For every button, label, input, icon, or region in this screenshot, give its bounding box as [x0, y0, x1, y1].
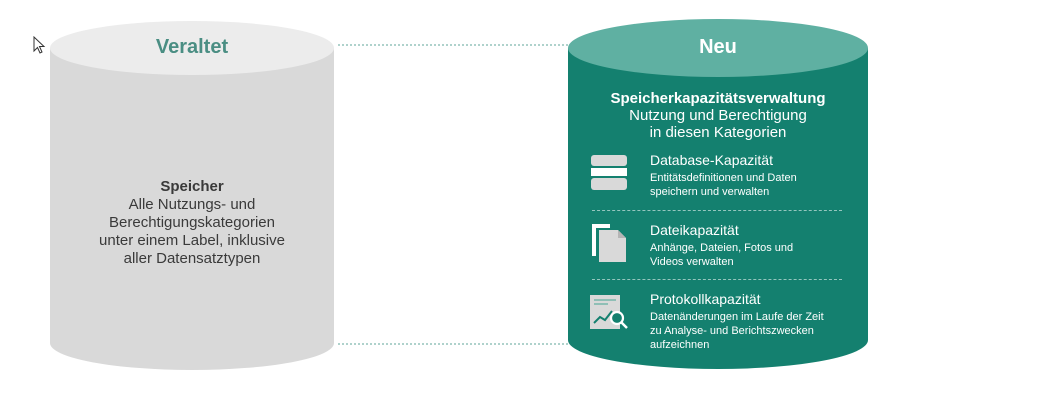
item-description: Entitätsdefinitionen und Daten speichern…: [650, 171, 855, 199]
log-report-icon: [590, 295, 628, 329]
item-description-line: Anhänge, Dateien, Fotos und: [650, 242, 794, 254]
new-subheading: Nutzung und Berechtigung: [629, 107, 807, 124]
item-description-line: aufzeichnen: [650, 339, 710, 351]
new-description: Speicherkapazitätsverwaltung Nutzung und…: [578, 90, 858, 141]
legacy-heading: Speicher: [160, 178, 224, 195]
legacy-title: Veraltet: [155, 36, 229, 58]
item-description-line: speichern und verwalten: [650, 186, 770, 198]
item-description-line: Entitätsdefinitionen und Daten: [650, 172, 797, 184]
legacy-line: unter einem Label, inklusive: [99, 232, 285, 249]
legacy-line: Alle Nutzungs- und: [128, 196, 256, 213]
item-title: Dateikapazität: [650, 222, 739, 238]
list-item-log-capacity: Protokollkapazität Datenänderungen im La…: [588, 291, 850, 353]
list-item-database-capacity: Database-Kapazität Entitätsdefinitionen …: [588, 152, 850, 202]
divider: [592, 279, 842, 280]
new-subheading: in diesen Kategorien: [649, 124, 787, 141]
item-description-line: Datenänderungen im Laufe der Zeit: [650, 311, 824, 323]
new-title: Neu: [699, 36, 737, 58]
database-icon: [591, 155, 627, 190]
item-description-line: Videos verwalten: [650, 256, 734, 268]
legacy-line: Berechtigungskategorien: [109, 214, 275, 231]
file-icon: [592, 224, 626, 262]
legacy-description: Speicher Alle Nutzungs- und Berechtigung…: [60, 178, 324, 268]
item-description: Datenänderungen im Laufe der Zeit zu Ana…: [650, 310, 855, 352]
item-description-line: zu Analyse- und Berichtszwecken: [650, 325, 814, 337]
item-title: Protokollkapazität: [650, 291, 761, 307]
mouse-cursor-icon: [33, 36, 46, 54]
list-item-file-capacity: Dateikapazität Anhänge, Dateien, Fotos u…: [588, 222, 850, 272]
divider: [592, 210, 842, 211]
item-description: Anhänge, Dateien, Fotos und Videos verwa…: [650, 241, 855, 269]
item-title: Database-Kapazität: [650, 152, 773, 168]
new-heading: Speicherkapazitätsverwaltung: [610, 90, 826, 107]
legacy-line: aller Datensatztypen: [123, 250, 261, 267]
